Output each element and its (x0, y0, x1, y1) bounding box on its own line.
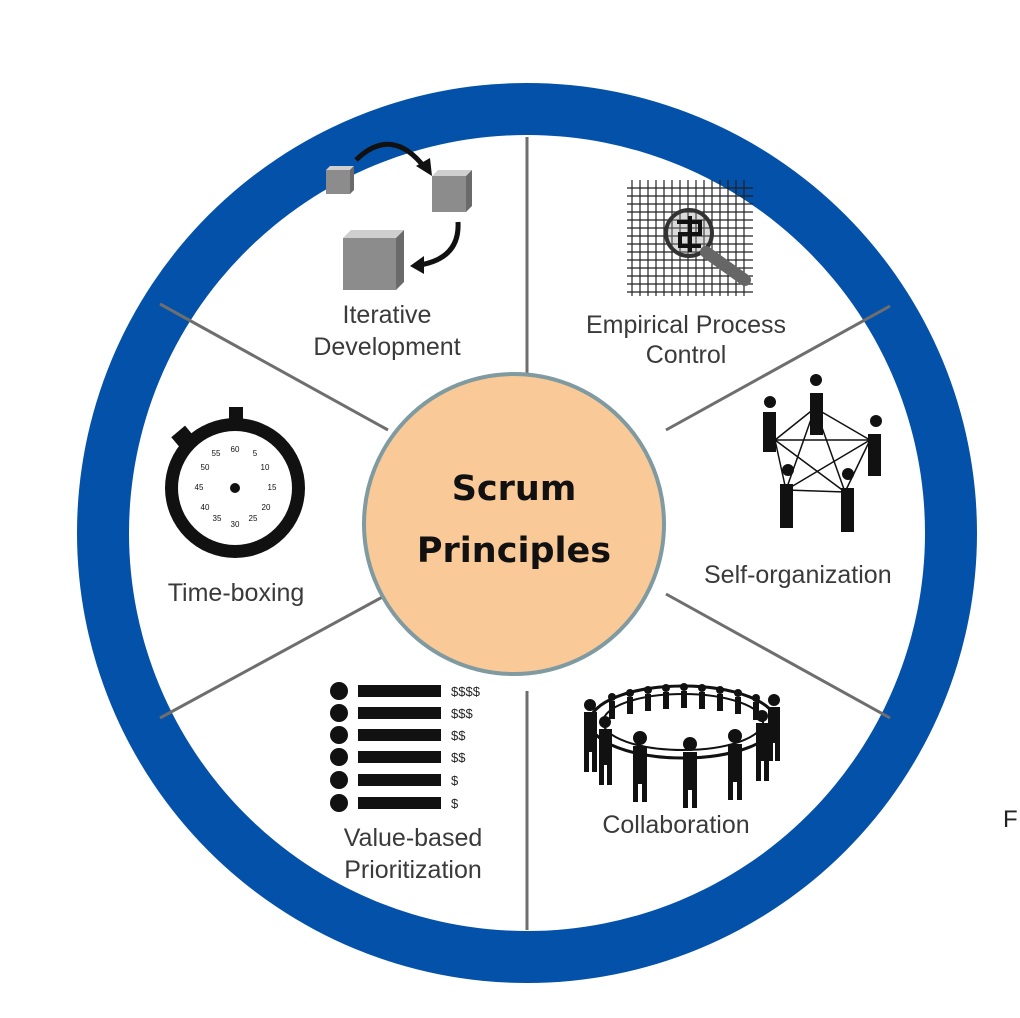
label-value-line2: Prioritization (344, 856, 482, 884)
center-title-line2: Principles (417, 531, 611, 571)
edge-text: F (1003, 806, 1018, 833)
label-iterative-line1: Iterative (343, 301, 432, 329)
segment-iterative-development: Iterative Development (313, 141, 472, 361)
stopwatch-dial-ticks: 60 5 10 15 20 25 30 35 40 45 50 55 (195, 445, 277, 529)
tick-50: 50 (201, 463, 210, 472)
tick-10: 10 (261, 463, 270, 472)
label-empirical-line2: Control (646, 341, 727, 369)
center-title-line1: Scrum (452, 469, 577, 509)
tick-15: 15 (268, 483, 277, 492)
center-hub: Scrum Principles (362, 372, 666, 676)
label-collaboration: Collaboration (602, 811, 749, 839)
tick-35: 35 (213, 514, 222, 523)
priority-value-6: $ (451, 796, 459, 811)
priority-value-5: $ (451, 773, 459, 788)
cubes-cycle-icon (326, 141, 472, 290)
label-value-line1: Value-based (344, 824, 483, 852)
tick-30: 30 (231, 520, 240, 529)
segment-value-based-prioritization: $$$$ $$$ $$ $$ $ $ Value-based Prioritiz… (330, 682, 482, 884)
tick-25: 25 (249, 514, 258, 523)
tick-5: 5 (253, 449, 258, 458)
priority-value-3: $$ (451, 728, 466, 743)
tick-40: 40 (201, 503, 210, 512)
segment-time-boxing: 60 5 10 15 20 25 30 35 40 45 50 55 Time-… (165, 407, 305, 607)
label-empirical-line1: Empirical Process (586, 311, 786, 339)
magnifier-grid-icon (627, 180, 753, 296)
tick-20: 20 (262, 503, 271, 512)
segment-collaboration: Collaboration (584, 683, 780, 839)
priority-value-2: $$$ (451, 706, 473, 721)
tick-55: 55 (212, 449, 221, 458)
priority-value-1: $$$$ (451, 684, 481, 699)
segment-empirical-process-control: Empirical Process Control (586, 180, 786, 369)
people-circle-icon (584, 683, 780, 808)
segment-dividers (159, 137, 891, 930)
label-self-organization: Self-organization (704, 561, 892, 589)
tick-45: 45 (195, 483, 204, 492)
network-people-icon (763, 374, 882, 532)
priority-value-4: $$ (451, 750, 466, 765)
label-time-boxing: Time-boxing (168, 579, 305, 607)
tick-60: 60 (231, 445, 240, 454)
segment-self-organization: Self-organization (704, 374, 892, 589)
priority-list-icon: $$$$ $$$ $$ $$ $ $ (330, 682, 481, 812)
label-iterative-line2: Development (313, 333, 460, 361)
stopwatch-icon: 60 5 10 15 20 25 30 35 40 45 50 55 (165, 407, 305, 558)
